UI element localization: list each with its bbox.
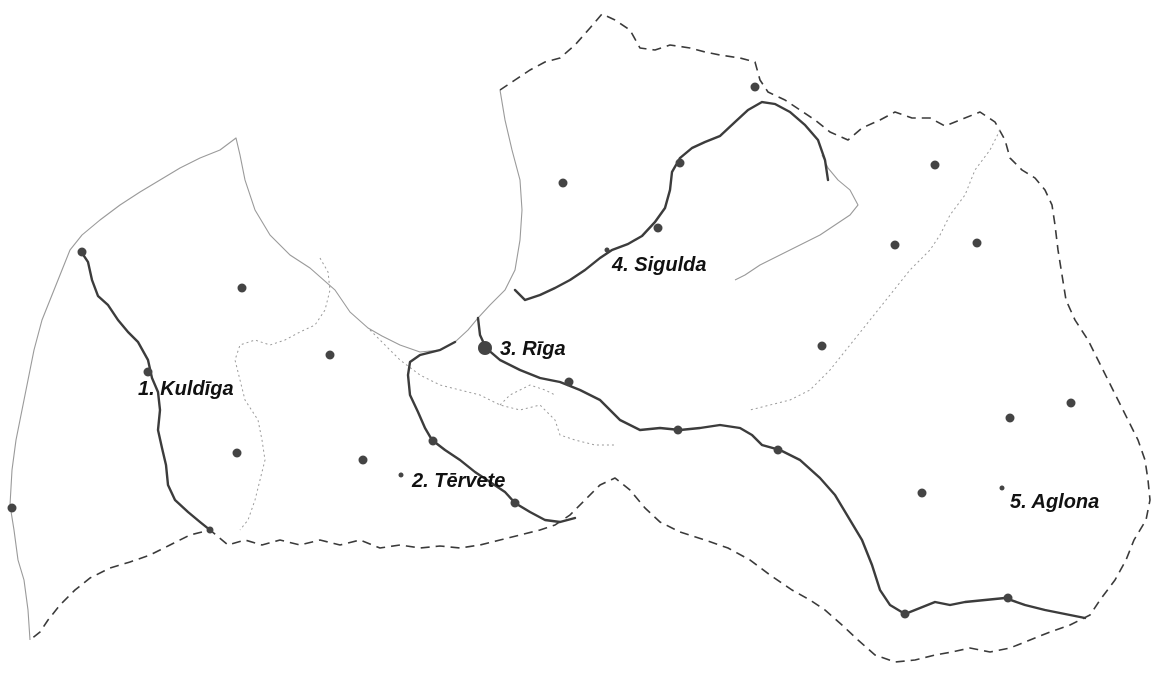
label-sigulda: 4. Sigulda (611, 254, 706, 276)
town-dot (1003, 593, 1013, 603)
town-dot (232, 448, 242, 458)
region-boundary-2 (369, 329, 615, 446)
town-dot (1066, 398, 1076, 408)
label-aglona: 5. Aglona (1010, 491, 1099, 513)
town-dot (206, 526, 214, 534)
label-tervete: 2. Tērvete (411, 470, 505, 492)
town-dot (358, 455, 368, 465)
town-dot (564, 377, 574, 387)
town-dot (817, 341, 827, 351)
town-dot (1005, 413, 1015, 423)
town-dot (398, 472, 404, 478)
town-dot (750, 82, 760, 92)
town-dot (900, 609, 910, 619)
town-dot (325, 350, 335, 360)
town-dot (653, 223, 663, 233)
town-dot (604, 247, 610, 253)
town-dot (999, 485, 1005, 491)
town-dot (890, 240, 900, 250)
label-kuldiga: 1. Kuldīga (138, 378, 234, 400)
town-dot (773, 445, 783, 455)
label-riga: 3. Rīga (500, 338, 566, 360)
region-boundary-4 (499, 384, 556, 406)
town-dot (237, 283, 247, 293)
town-dots (7, 82, 1076, 619)
town-dot (930, 160, 940, 170)
town-dot (143, 367, 153, 377)
town-dot (510, 498, 520, 508)
region-boundary-1 (234, 257, 331, 531)
town-dot (7, 503, 17, 513)
town-dot (77, 247, 87, 257)
gulf-east-shore (734, 154, 859, 281)
town-dot (428, 436, 438, 446)
river-gauja (513, 100, 830, 302)
riga-dot (478, 341, 492, 355)
river-daugava (476, 316, 1087, 620)
baltic-coastline (9, 89, 523, 641)
town-dot (972, 238, 982, 248)
region-boundary-3 (749, 129, 1001, 411)
town-dot (673, 425, 683, 435)
town-dot (675, 158, 685, 168)
river-venta (78, 248, 212, 532)
country-border (29, 13, 1151, 663)
river-lielupe (406, 340, 577, 524)
town-dot (558, 178, 568, 188)
town-dot (917, 488, 927, 498)
